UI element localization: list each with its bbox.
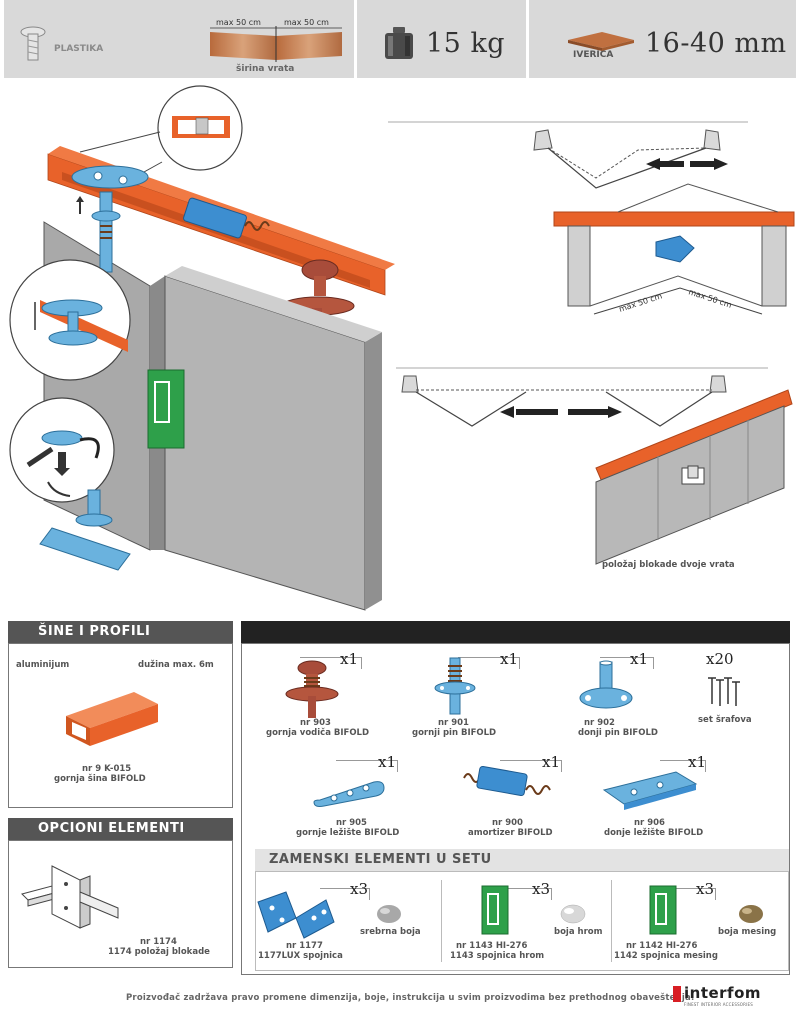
finish-label: boja hrom	[554, 927, 603, 937]
block-caption: položaj blokade dvoje vrata	[602, 560, 735, 570]
sine-material: aluminijum	[16, 660, 70, 670]
brass-finish-swatch	[739, 905, 763, 923]
item-nr: nr 1142 HI-276	[626, 941, 698, 951]
width-left-label: max 50 cm	[216, 18, 261, 27]
chrome-finish-swatch	[560, 904, 586, 924]
qty-label: x3	[532, 880, 551, 898]
item-name: 1143 spojnica hrom	[450, 951, 545, 961]
material-label: PLASTIKA	[54, 44, 104, 54]
door-width-icon	[210, 26, 342, 62]
top-bearing-905-icon	[313, 781, 385, 807]
qty-line	[660, 760, 706, 772]
item-name: gornji pin BIFOLD	[412, 728, 497, 738]
qty-line	[500, 760, 562, 772]
item-nr: nr 900	[492, 818, 523, 828]
item-nr: nr 903	[300, 718, 331, 728]
zamenski-title: ZAMENSKI ELEMENTI U SETU	[255, 849, 789, 871]
qty-label: x20	[706, 650, 734, 668]
qty-line	[300, 657, 362, 669]
silver-finish-swatch	[377, 905, 401, 923]
qty-line	[664, 888, 716, 900]
brand-logo: interfom	[684, 984, 762, 1002]
item-name: gornja vodiča BIFOLD	[266, 728, 370, 738]
thickness-value: 16-40 mm	[645, 28, 787, 59]
qty-line	[500, 888, 552, 900]
zamenski-panel	[255, 871, 789, 971]
item-name: donji pin BIFOLD	[578, 728, 658, 738]
spec-cell-weight	[357, 0, 529, 78]
damper-900-icon	[463, 765, 551, 797]
sine-title: ŠINE I PROFILI	[8, 621, 233, 643]
sine-part-name: gornja šina BIFOLD	[54, 774, 146, 784]
qty-label: x1	[500, 650, 519, 668]
item-name: set šrafova	[698, 715, 752, 725]
item-name: donje ležište BIFOLD	[604, 828, 704, 838]
weight-icon	[385, 27, 413, 59]
thickness-material: IVERICA	[573, 50, 614, 60]
footer-note: Proizvođač zadržava pravo promene dimenz…	[126, 993, 695, 1003]
opcioni-part-name: 1174 položaj blokade	[108, 947, 210, 957]
assembly-drawing	[9, 85, 395, 611]
brand-logo-mark	[673, 986, 681, 1002]
sine-part-nr: nr 9 K-015	[82, 764, 132, 774]
block-element-icon	[21, 865, 119, 929]
qty-label: x1	[542, 753, 561, 771]
item-nr: nr 1177	[286, 941, 323, 951]
opcioni-part-nr: nr 1174	[140, 937, 177, 947]
qty-label: x3	[696, 880, 715, 898]
divider	[441, 880, 442, 962]
hinge-1177-icon	[257, 891, 335, 939]
qty-line	[336, 760, 398, 772]
sine-length: dužina max. 6m	[138, 660, 214, 670]
item-nr: nr 901	[438, 718, 469, 728]
item-nr: nr 1143 HI-276	[456, 941, 528, 951]
spec-cell-material	[4, 0, 357, 78]
bottom-pin-902-icon	[579, 660, 633, 709]
door-width-diagram: max 50 cm max 50 cm	[388, 121, 795, 315]
item-name: 1142 spojnica mesing	[614, 951, 718, 961]
qty-line	[600, 657, 654, 669]
item-nr: nr 902	[584, 718, 615, 728]
brand-tagline: FINEST INTERIOR ACCESSORIES	[684, 1002, 753, 1007]
qty-label: x3	[350, 880, 369, 898]
plastic-screw-icon	[20, 26, 46, 61]
top-pin-901-icon	[434, 657, 476, 715]
bottom-bearing-906-icon	[602, 771, 698, 810]
rail-profile-icon	[66, 692, 158, 746]
qty-label: x1	[340, 650, 359, 668]
opcioni-title: OPCIONI ELEMENTI	[8, 818, 233, 840]
item-name: amortizer BIFOLD	[468, 828, 553, 838]
dim-right-label: max 50 cm	[687, 287, 733, 309]
finish-label: boja mesing	[718, 927, 777, 937]
width-right-label: max 50 cm	[284, 18, 329, 27]
item-nr: nr 905	[336, 818, 367, 828]
double-door-block-diagram	[396, 367, 793, 565]
set-header-bar	[241, 621, 790, 643]
qty-label: x1	[378, 753, 397, 771]
divider	[611, 880, 612, 962]
width-caption: širina vrata	[236, 64, 295, 74]
dim-left-label: max 50 cm	[618, 291, 664, 313]
qty-line	[458, 657, 520, 669]
screw-set-icon	[708, 677, 740, 706]
hinge-1142-icon	[649, 885, 677, 935]
opcioni-panel	[8, 840, 233, 968]
item-name: 1177LUX spojnica	[258, 951, 343, 961]
top-guide-903-icon	[285, 660, 339, 718]
hinge-1143-icon	[481, 885, 509, 935]
weight-value: 15 kg	[426, 28, 506, 59]
qty-line	[320, 888, 370, 900]
qty-label: x1	[688, 753, 707, 771]
item-name: gornje ležište BIFOLD	[296, 828, 400, 838]
qty-label: x1	[630, 650, 649, 668]
board-icon	[568, 32, 634, 51]
item-nr: nr 906	[634, 818, 665, 828]
finish-label: srebrna boja	[360, 927, 421, 937]
